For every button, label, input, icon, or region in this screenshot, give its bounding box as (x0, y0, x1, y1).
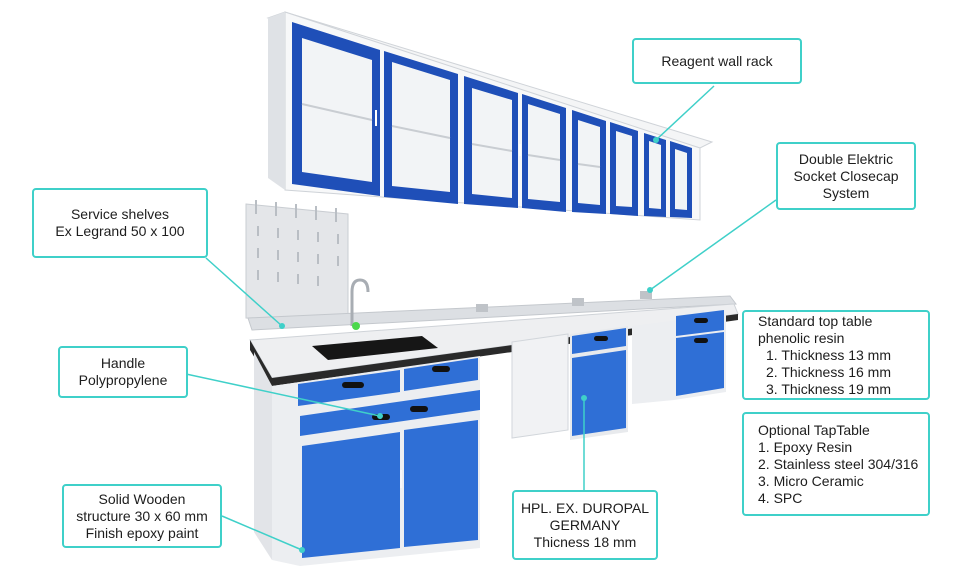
socket-3 (640, 291, 652, 299)
middle-cabinet (570, 326, 628, 440)
callout-text: Finish epoxy paint (85, 524, 199, 541)
callout-text: Reagent wall rack (661, 52, 773, 69)
callout-text: Double Elektric (798, 150, 894, 167)
list-item: 1. Epoxy Resin (758, 438, 853, 455)
callout-socket-system: Double Elektric Socket Closecap System (776, 142, 916, 210)
list-item: 2. Thickness 16 mm (766, 363, 892, 380)
reagent-wall-rack (266, 11, 714, 221)
callout-text: GERMANY (549, 516, 621, 533)
leader-lines (185, 85, 777, 551)
callout-text: Service shelves (70, 206, 170, 222)
callout-hpl-duropal: HPL. EX. DUROPAL GERMANY Thicness 18 mm (512, 490, 658, 560)
service-shelf (247, 295, 737, 331)
list-item: 3. Micro Ceramic (758, 472, 864, 489)
socket-2 (572, 298, 584, 306)
callout-handle: Handle Polypropylene (58, 346, 188, 398)
callout-text: Thicness 18 mm (533, 533, 637, 550)
callout-heading: Optional TapTable (758, 421, 870, 438)
left-cabinet (254, 352, 480, 566)
callout-text: Solid Wooden (98, 490, 186, 507)
sink (312, 336, 438, 360)
callout-text: HPL. EX. DUROPAL (520, 499, 650, 516)
callout-heading: phenolic resin (758, 329, 845, 346)
callout-text: Handle (100, 355, 146, 371)
callout-heading: Standard top table (758, 312, 873, 329)
list-item: 1. Thickness 13 mm (766, 346, 892, 363)
list-item: 3. Thickness 19 mm (766, 380, 892, 397)
callout-optional-taptable: Optional TapTable 1. Epoxy Resin 2. Stai… (742, 412, 930, 516)
callout-text: Ex Legrand 50 x 100 (55, 223, 185, 239)
callout-service-shelves: Service shelves Ex Legrand 50 x 100 (32, 188, 208, 258)
socket-1 (476, 304, 488, 312)
callout-text: System (822, 184, 870, 201)
pegboard (245, 200, 349, 323)
callout-solid-wooden: Solid Wooden structure 30 x 60 mm Finish… (62, 484, 222, 548)
faucet (350, 278, 370, 326)
right-cabinet (632, 310, 726, 404)
callout-text: structure 30 x 60 mm (76, 507, 208, 524)
callout-top-table: Standard top table phenolic resin 1. Thi… (742, 310, 930, 400)
list-item: 4. SPC (758, 489, 803, 506)
list-item: 2. Stainless steel 304/316 (758, 455, 919, 472)
callout-text: Socket Closecap (793, 167, 899, 184)
leader-dots (279, 137, 659, 553)
callout-reagent-wall-rack: Reagent wall rack (632, 38, 802, 84)
callout-text: Polypropylene (78, 372, 168, 388)
open-frame (511, 333, 569, 439)
